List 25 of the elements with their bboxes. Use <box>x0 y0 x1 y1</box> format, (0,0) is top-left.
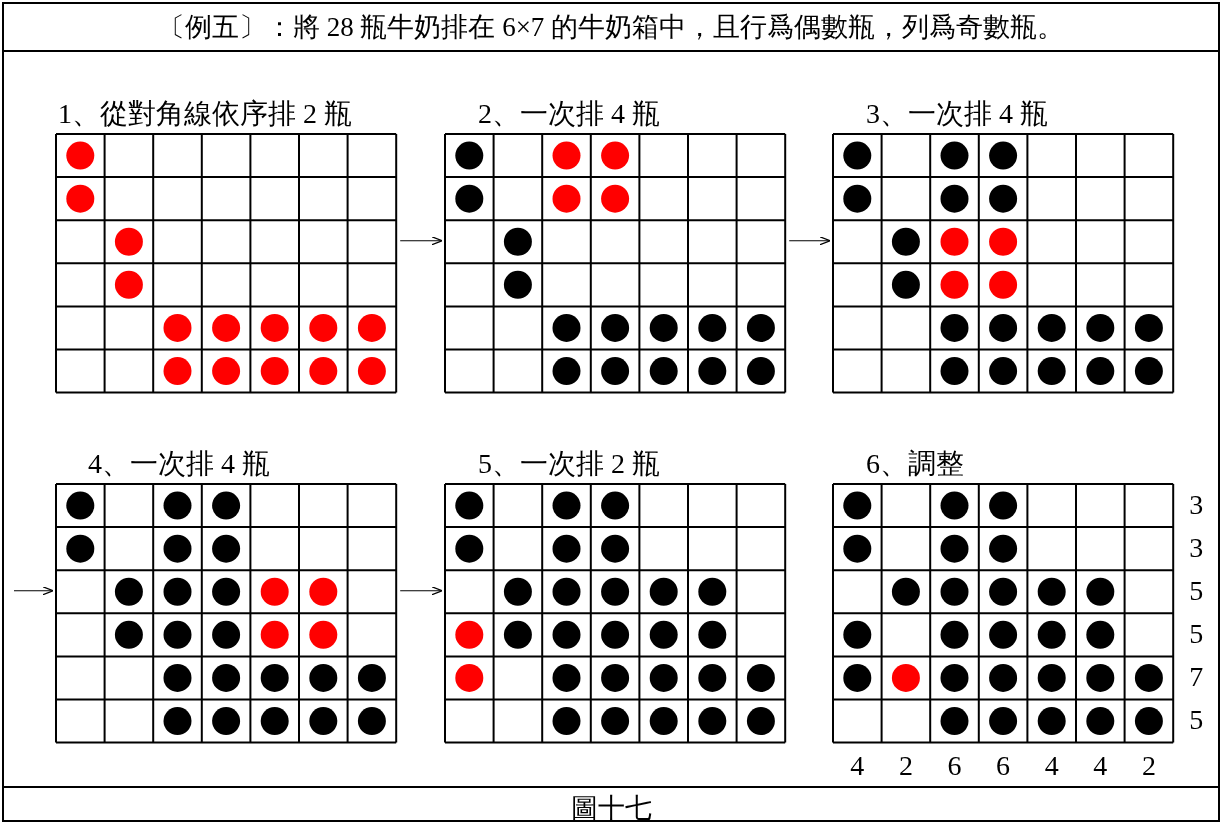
count-number: 6 <box>946 748 963 783</box>
count-number: 2 <box>1140 748 1157 783</box>
count-number: 5 <box>1188 573 1205 608</box>
count-number: 7 <box>1188 659 1205 694</box>
count-number: 4 <box>1092 748 1109 783</box>
panel-heading: 1、從對角線依序排 2 瓶 <box>58 97 352 131</box>
panel-heading: 2、一次排 4 瓶 <box>478 97 660 131</box>
arrow <box>399 236 443 246</box>
caption: 圖十七 <box>570 792 652 825</box>
count-number: 6 <box>995 748 1012 783</box>
arrow <box>399 586 443 596</box>
panel-heading: 3、一次排 4 瓶 <box>866 97 1048 131</box>
count-number: 5 <box>1188 616 1205 651</box>
count-number: 4 <box>1043 748 1060 783</box>
title: 〔例五〕：將 28 瓶牛奶排在 6×7 的牛奶箱中，且行爲偶數瓶，列爲奇數瓶。 <box>157 11 1065 44</box>
arrow <box>788 236 831 246</box>
count-number: 2 <box>897 748 914 783</box>
count-number: 4 <box>849 748 866 783</box>
count-number: 3 <box>1188 487 1205 522</box>
count-number: 3 <box>1188 530 1205 565</box>
panel-heading: 4、一次排 4 瓶 <box>88 447 270 481</box>
count-number: 5 <box>1188 703 1205 738</box>
panel-heading: 5、一次排 2 瓶 <box>478 447 660 481</box>
arrow <box>13 586 54 596</box>
panel-heading: 6、調整 <box>866 447 964 481</box>
